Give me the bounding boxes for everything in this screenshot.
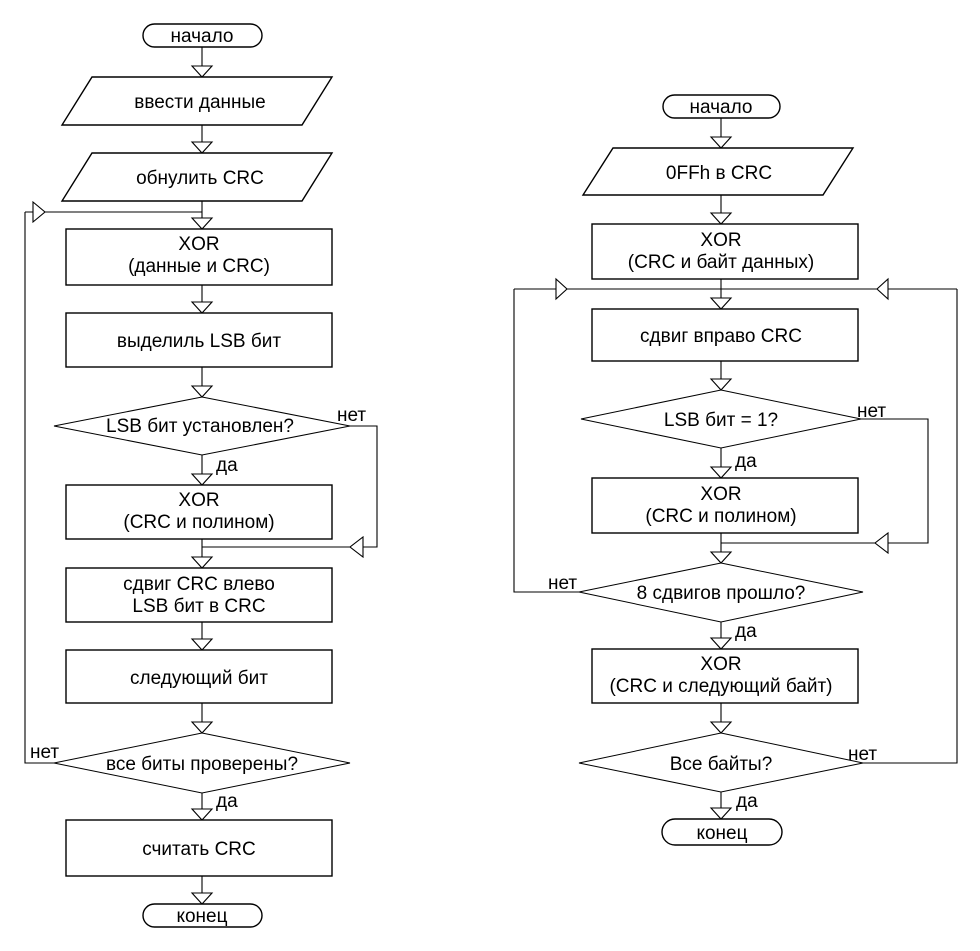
arrow-down-icon [190, 385, 214, 398]
arrow-down-icon [709, 378, 733, 391]
edge-label-no: нет [857, 401, 886, 422]
arrow-down-icon [190, 473, 214, 486]
edge-label-yes: да [216, 455, 238, 476]
process-next-bit-label: следующий бит [130, 668, 268, 689]
process-next-bit [65, 649, 333, 704]
decision-lsb-set [53, 396, 351, 456]
edge-label-yes: да [735, 621, 757, 642]
arrow-down-icon [190, 556, 214, 569]
decision-all-bytes-label: Все байты? [670, 754, 773, 775]
process-xor-crc-poly-line1: XOR [178, 490, 219, 511]
io-reset-crc [60, 152, 334, 202]
io-reset-crc-label: обнулить CRC [136, 168, 264, 189]
arrow-down-icon [190, 301, 214, 314]
process-extract-lsb [65, 312, 333, 368]
decision-eight-shifts-label: 8 сдвигов прошло? [637, 583, 806, 604]
process-xor-data-crc-line2: (данные и CRC) [128, 256, 270, 277]
process-xor-data-crc [65, 228, 333, 286]
terminator-start-label: начало [690, 97, 753, 118]
io-input-data-label: ввести данные [134, 92, 266, 113]
process-read-crc [65, 819, 333, 877]
process-shift-crc-left [65, 567, 333, 623]
left-flowchart: начало ввести данные обнулить CRC XOR (д… [24, 23, 378, 928]
decision-lsb-set-label: LSB бит установлен? [106, 416, 294, 437]
arrow-down-icon [709, 136, 733, 149]
decision-all-bits [53, 732, 351, 794]
arrow-right-icon [555, 277, 568, 301]
process-xor-crc-byte [591, 223, 859, 280]
edge-label-yes: да [735, 451, 757, 472]
decision-all-bits-label: все биты проверены? [106, 754, 298, 775]
io-init-crc-label: 0FFh в CRC [666, 163, 772, 184]
process-shift-crc-line2: LSB бит в CRC [132, 596, 265, 617]
arrow-down-icon [709, 466, 733, 479]
arrow-down-icon [709, 807, 733, 820]
arrow-down-icon [190, 141, 214, 154]
terminator-end-label: конец [176, 906, 227, 927]
terminator-start [662, 94, 781, 119]
right-flowchart: начало 0FFh в CRC XOR (CRC и байт данных… [513, 94, 958, 846]
edge-label-no: нет [30, 742, 59, 763]
process-shift-right-label: сдвиг вправо CRC [640, 326, 802, 347]
edge-label-no: нет [337, 405, 366, 426]
process-xor-crc-poly-line2: (CRC и полином) [645, 506, 796, 527]
left-edge-no-bypass-line [202, 425, 378, 548]
arrow-right-icon [32, 200, 46, 224]
arrow-left-icon [874, 531, 889, 555]
decision-all-bytes [578, 732, 864, 793]
edge-label-no: нет [848, 744, 877, 765]
arrow-down-icon [190, 217, 214, 230]
process-shift-crc-line1: сдвиг CRC влево [123, 574, 275, 595]
io-input-data [60, 76, 334, 126]
decision-lsb-eq-1-label: LSB бит = 1? [664, 410, 778, 431]
arrow-down-icon [190, 808, 214, 821]
process-xor-crc-next-byte [591, 648, 859, 704]
process-xor-crc-next-byte-line2: (CRC и следующий байт) [609, 676, 832, 697]
io-init-crc [581, 147, 855, 196]
process-xor-crc-byte-line2: (CRC и байт данных) [628, 252, 814, 273]
edge-label-yes: да [216, 791, 238, 812]
terminator-start [142, 23, 263, 48]
terminator-end [142, 903, 263, 928]
process-xor-crc-poly [591, 477, 859, 534]
edge-label-no: нет [548, 573, 577, 594]
process-xor-crc-byte-line1: XOR [700, 230, 741, 251]
arrow-down-icon [190, 721, 214, 734]
arrow-down-icon [190, 638, 214, 651]
process-xor-crc-poly [65, 484, 333, 540]
arrow-down-icon [709, 721, 733, 734]
right-edge-no-feedback-right [863, 289, 958, 764]
terminator-end [661, 818, 783, 846]
process-xor-data-crc-line1: XOR [178, 234, 219, 255]
arrow-down-icon [709, 212, 733, 225]
terminator-end-label: конец [696, 823, 747, 844]
process-shift-right [591, 308, 859, 362]
arrow-down-icon [709, 551, 733, 564]
process-xor-crc-next-byte-line1: XOR [700, 654, 741, 675]
right-edge-no-feedback-left [513, 289, 579, 593]
process-xor-crc-poly-line2: (CRC и полином) [123, 512, 274, 533]
arrow-down-icon [709, 297, 733, 310]
process-extract-lsb-label: выделиль LSB бит [117, 331, 281, 352]
decision-lsb-eq-1 [580, 389, 862, 449]
arrow-down-icon [190, 65, 214, 78]
process-read-crc-label: считать CRC [142, 839, 255, 860]
left-edge-no-feedback-line [24, 212, 54, 764]
edge-label-yes: да [736, 791, 758, 812]
process-xor-crc-poly-line1: XOR [700, 484, 741, 505]
decision-eight-shifts [578, 562, 864, 623]
arrow-left-icon [349, 535, 364, 559]
terminator-start-label: начало [171, 26, 234, 47]
arrow-left-icon [876, 277, 889, 301]
right-edge-no-bypass-line [721, 418, 929, 544]
arrow-down-icon [190, 892, 214, 905]
arrow-down-icon [709, 637, 733, 650]
